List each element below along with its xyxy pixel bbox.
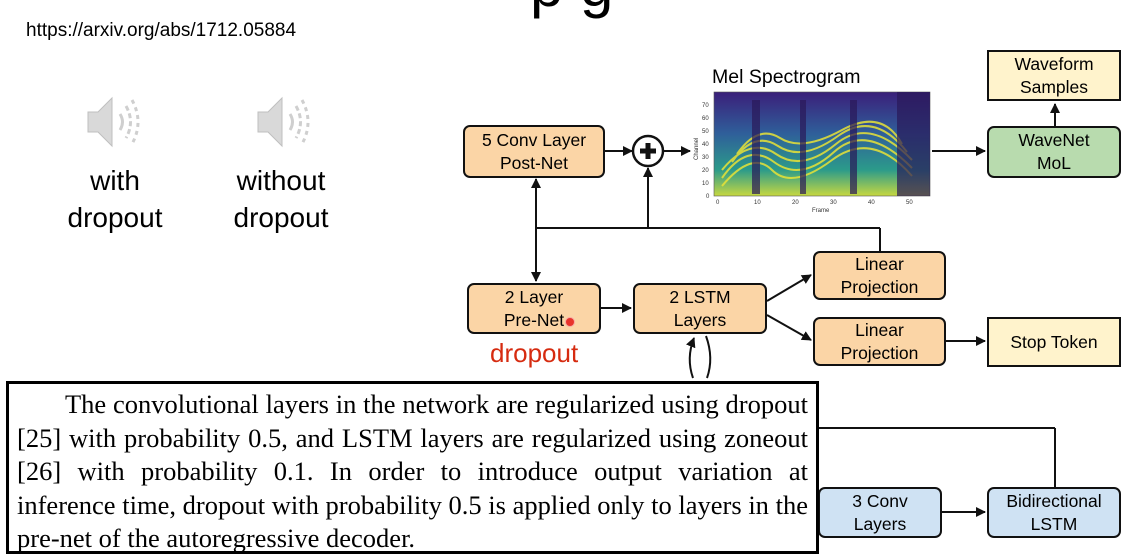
linear-projection-box-1: Linear Projection xyxy=(813,251,946,300)
x-tick: 10 xyxy=(754,200,761,206)
prenet-box: 2 Layer Pre-Net xyxy=(467,283,601,334)
x-axis-label: Frame xyxy=(812,208,830,214)
audio-label-with-dropout: with dropout xyxy=(67,165,163,233)
mel-spectrogram-title: Mel Spectrogram xyxy=(712,66,861,88)
waveform-samples-box: Waveform Samples xyxy=(987,50,1121,101)
mel-spectrogram-plot: 0 10 20 30 40 50 60 70 0 10 20 30 40 50 … xyxy=(694,91,931,214)
sum-node-icon xyxy=(631,134,665,168)
cursor-indicator xyxy=(565,317,575,327)
x-tick: 50 xyxy=(906,200,913,206)
y-tick: 40 xyxy=(702,142,709,148)
y-tick: 20 xyxy=(702,168,709,174)
y-tick: 60 xyxy=(702,116,709,122)
wavenet-box: WaveNet MoL xyxy=(987,126,1121,178)
postnet-box: 5 Conv Layer Post-Net xyxy=(463,125,605,178)
slide-title-fragment: p g xyxy=(530,0,613,16)
y-tick: 50 xyxy=(702,129,709,135)
dropout-annotation: dropout xyxy=(490,338,579,368)
source-url: https://arxiv.org/abs/1712.05884 xyxy=(26,20,297,41)
speaker-icon[interactable] xyxy=(84,92,148,152)
y-tick: 30 xyxy=(702,155,709,161)
y-axis-label: Channel xyxy=(694,138,700,160)
x-tick: 40 xyxy=(868,200,875,206)
y-tick: 0 xyxy=(706,194,710,200)
y-tick: 70 xyxy=(702,103,709,109)
bidirectional-lstm-box: Bidirectional LSTM xyxy=(987,487,1121,538)
audio-label-without-dropout: without dropout xyxy=(233,165,329,233)
x-tick: 20 xyxy=(792,200,799,206)
paper-excerpt: The convolutional layers in the network … xyxy=(6,381,819,554)
lstm-box: 2 LSTM Layers xyxy=(633,283,767,334)
y-tick: 10 xyxy=(702,181,709,187)
x-tick: 30 xyxy=(830,200,837,206)
speaker-icon[interactable] xyxy=(254,92,318,152)
stop-token-box: Stop Token xyxy=(987,317,1121,367)
x-tick: 0 xyxy=(716,200,720,206)
conv-layers-box: 3 Conv Layers xyxy=(818,487,942,538)
linear-projection-box-2: Linear Projection xyxy=(813,317,946,366)
